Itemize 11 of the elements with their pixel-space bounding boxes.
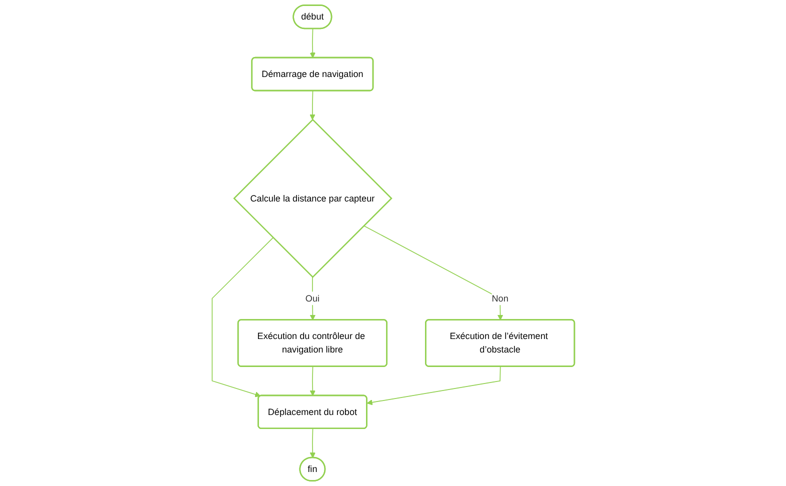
- arrow: [309, 90, 315, 120]
- arrow: [310, 276, 316, 320]
- arrow: [310, 428, 316, 458]
- arrow: [310, 28, 316, 58]
- edge-label: Non: [491, 292, 508, 304]
- node-diamond: Calcule la distance par capteur: [232, 118, 392, 278]
- edge-label: Oui: [305, 292, 320, 304]
- arrow: [366, 366, 500, 406]
- arrow: [363, 225, 503, 320]
- arrow: [211, 237, 274, 398]
- arrow: [310, 366, 316, 396]
